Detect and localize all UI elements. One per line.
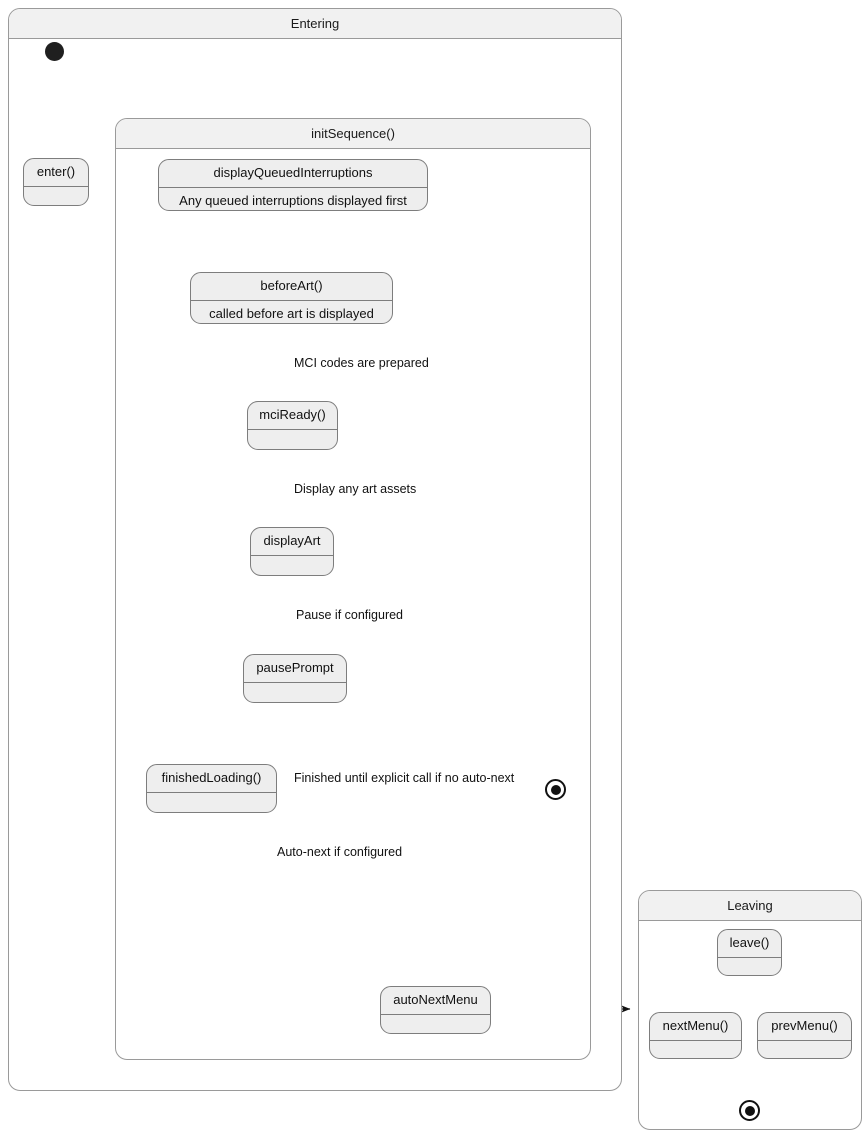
state-next-menu-body — [650, 1041, 741, 1058]
edge-label-pause-if-configured: Pause if configured — [296, 608, 404, 622]
state-pause-prompt-body — [244, 683, 346, 702]
state-enter-body — [24, 187, 88, 205]
final-state-node-leaving — [739, 1100, 760, 1121]
state-mci-ready-body — [248, 430, 337, 449]
state-pause-prompt-name: pausePrompt — [256, 660, 334, 675]
state-separator — [147, 791, 276, 793]
state-next-menu[interactable]: nextMenu() — [649, 1012, 742, 1059]
state-display-queued-interruptions-body: Any queued interruptions displayed first — [179, 192, 407, 208]
state-separator — [381, 1013, 490, 1015]
state-auto-next-menu-body — [381, 1015, 490, 1033]
state-enter[interactable]: enter() — [23, 158, 89, 206]
state-display-queued-interruptions-name: displayQueuedInterruptions — [213, 165, 373, 180]
state-separator — [248, 428, 337, 430]
state-mci-ready-name: mciReady() — [259, 407, 326, 422]
state-next-menu-name: nextMenu() — [662, 1018, 729, 1033]
state-auto-next-menu[interactable]: autoNextMenu — [380, 986, 491, 1034]
state-leave-name: leave() — [729, 935, 770, 950]
state-separator — [758, 1039, 851, 1041]
state-before-art-name: beforeArt() — [260, 278, 323, 293]
final-state-inner — [550, 784, 561, 795]
state-separator — [718, 956, 781, 958]
state-prev-menu[interactable]: prevMenu() — [757, 1012, 852, 1059]
initial-state-node — [45, 42, 64, 61]
edge-label-mci-codes-prepared: MCI codes are prepared — [294, 356, 429, 370]
composite-state-leaving-title: Leaving — [639, 891, 861, 921]
state-finished-loading[interactable]: finishedLoading() — [146, 764, 277, 813]
state-separator — [251, 554, 333, 556]
state-finished-loading-body — [147, 793, 276, 812]
composite-state-leaving: Leaving — [638, 890, 862, 1130]
state-leave[interactable]: leave() — [717, 929, 782, 976]
final-state-node-entering — [545, 779, 566, 800]
edge-label-finished-until-explicit-call: Finished until explicit call if no auto-… — [294, 771, 515, 785]
state-finished-loading-name: finishedLoading() — [161, 770, 262, 785]
state-prev-menu-name: prevMenu() — [771, 1018, 838, 1033]
edge-label-display-art-assets: Display any art assets — [294, 482, 417, 496]
state-auto-next-menu-name: autoNextMenu — [393, 992, 478, 1007]
state-before-art[interactable]: beforeArt() called before art is display… — [190, 272, 393, 324]
state-mci-ready[interactable]: mciReady() — [247, 401, 338, 450]
state-pause-prompt[interactable]: pausePrompt — [243, 654, 347, 703]
state-before-art-body: called before art is displayed — [209, 305, 374, 321]
state-separator — [159, 186, 427, 188]
final-state-inner — [744, 1105, 755, 1116]
composite-state-initsequence-title: initSequence() — [116, 119, 590, 149]
state-separator — [24, 185, 88, 187]
state-display-art-body — [251, 556, 333, 575]
state-leave-body — [718, 958, 781, 975]
state-display-art-name: displayArt — [263, 533, 321, 548]
composite-state-entering-title: Entering — [9, 9, 621, 39]
edge-label-auto-next-if-configured: Auto-next if configured — [277, 845, 403, 859]
state-display-queued-interruptions[interactable]: displayQueuedInterruptions Any queued in… — [158, 159, 428, 211]
state-display-art[interactable]: displayArt — [250, 527, 334, 576]
state-separator — [650, 1039, 741, 1041]
state-separator — [244, 681, 346, 683]
state-separator — [191, 299, 392, 301]
state-prev-menu-body — [758, 1041, 851, 1058]
state-enter-name: enter() — [36, 164, 76, 179]
composite-state-initsequence: initSequence() — [115, 118, 591, 1060]
